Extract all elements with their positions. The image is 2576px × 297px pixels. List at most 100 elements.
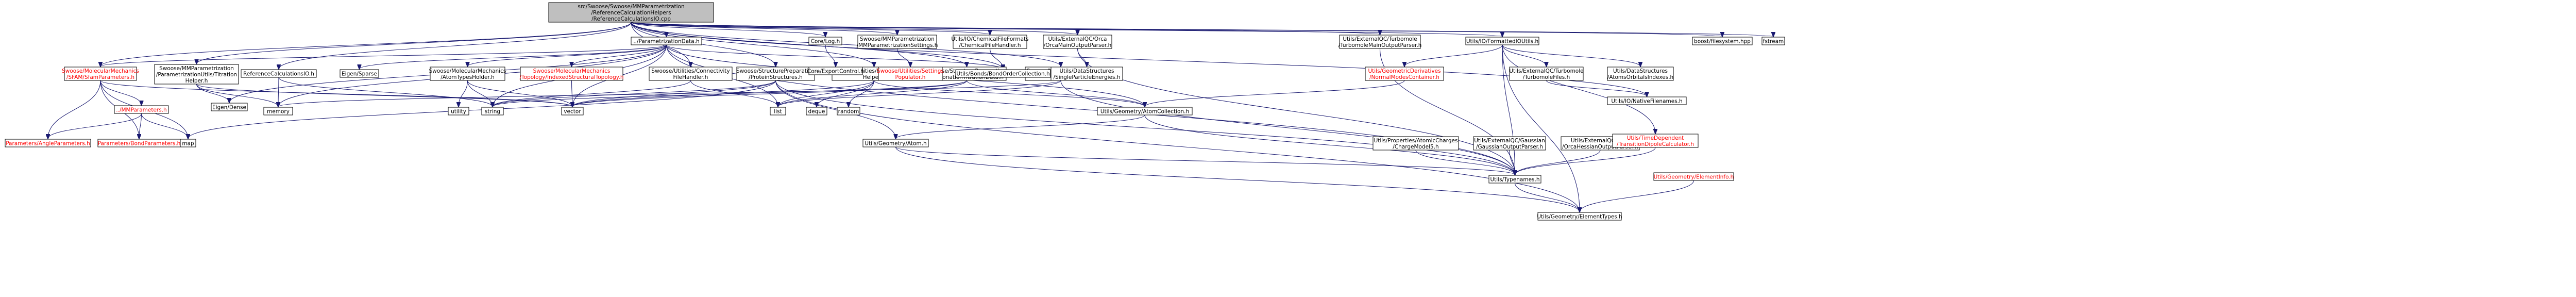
edge-path <box>1144 114 1515 175</box>
node-box <box>1339 35 1421 49</box>
node-label: vector <box>564 109 581 115</box>
node-box <box>481 107 504 116</box>
node-timedep[interactable]: Utils/TimeDependent/TransitionDipoleCalc… <box>1612 134 1699 148</box>
node-mmparams[interactable]: ../MMParameters.h <box>114 105 169 114</box>
node-refio[interactable]: ReferenceCalculationsIO.h <box>241 69 317 78</box>
node-label: Swoose/MolecularMechanics <box>533 68 611 74</box>
node-charges[interactable]: Utils/Properties/AtomicCharges/ChargeMod… <box>1372 136 1459 151</box>
node-atomorbit[interactable]: Utils/DataStructures/AtomsOrbitalsIndexe… <box>1607 67 1674 81</box>
node-eigensparse[interactable]: Eigen/Sparse <box>340 69 379 78</box>
node-label: /TransitionDipoleCalculator.h <box>1617 141 1694 147</box>
edge-path <box>572 80 967 107</box>
node-vector[interactable]: vector <box>561 107 584 116</box>
edge-path <box>493 80 776 107</box>
edge-path <box>778 80 1061 107</box>
node-mmset[interactable]: Swoose/MMParametrization/MMParametrizati… <box>857 35 938 49</box>
node-titrhelp[interactable]: Swoose/MMParametrization/Parametrization… <box>154 64 239 85</box>
edge-root-to-chemfile <box>631 22 990 35</box>
node-label: memory <box>267 109 290 115</box>
node-protstruct[interactable]: Swoose/StructurePreparation/ProteinStruc… <box>736 67 815 81</box>
node-label: Utils/GeometricDerivatives <box>1368 68 1440 74</box>
node-deque[interactable]: deque <box>806 107 827 116</box>
node-sfam[interactable]: Swoose/MolecularMechanics/SFAM/SfamParam… <box>62 67 139 81</box>
edge-path <box>990 48 1004 69</box>
node-box <box>1097 107 1193 116</box>
node-eleminfo[interactable]: Utils/Geometry/ElementInfo.h <box>1653 172 1734 181</box>
node-turboparser[interactable]: Utils/ExternalQC/Turbomole/TurbomoleMain… <box>1338 35 1422 49</box>
node-box <box>1488 175 1541 184</box>
node-atomcoll[interactable]: Utils/Geometry/AtomCollection.h <box>1097 107 1193 116</box>
node-coreexp[interactable]: Core/ExportControl.h <box>807 67 864 75</box>
node-box <box>114 105 169 114</box>
edge-iofmt-to-atomorbit <box>1502 44 1640 67</box>
node-angleparams[interactable]: Parameters/AngleParameters.h <box>5 139 91 147</box>
edge-pdata-to-atomtype <box>468 44 667 67</box>
node-bondorder[interactable]: Utils/Bonds/BondOrderCollection.h <box>955 69 1051 78</box>
node-fstream[interactable]: fstream <box>1761 37 1785 45</box>
node-eigendense[interactable]: Eigen/Dense <box>211 103 248 111</box>
node-nativefmt[interactable]: Utils/IO/NativeFilenames.h <box>1607 96 1687 105</box>
edge-path <box>1502 44 1547 67</box>
node-label: Swoose/Utilities/Settings <box>877 68 944 74</box>
node-boostfs[interactable]: boost/filesystem.hpp <box>1692 37 1753 45</box>
node-box <box>837 107 860 116</box>
node-indextopo[interactable]: Swoose/MolecularMechanics/Topology/Index… <box>520 67 624 81</box>
node-pdata[interactable]: ../ParametrizationData.h <box>631 37 702 45</box>
node-geomatom[interactable]: Utils/Geometry/Atom.h <box>862 139 929 147</box>
node-label: Utils/ExternalQC/Turbomole <box>1343 36 1417 42</box>
edge-path <box>666 44 1004 69</box>
node-label: FileHandler.h <box>673 74 708 80</box>
edge-corelog-to-coreexp <box>825 44 836 67</box>
edge-path <box>895 146 1580 212</box>
node-box <box>631 37 702 45</box>
edge-path <box>278 77 493 107</box>
edge-path <box>100 80 142 105</box>
edge-root-to-topoutil <box>631 22 1061 67</box>
node-box <box>1365 67 1444 81</box>
node-label: src/Swoose/Swoose/MMParametrization <box>578 4 684 10</box>
edge-orcahess-to-typenames <box>1515 150 1601 175</box>
node-box <box>770 107 786 116</box>
node-string[interactable]: string <box>481 107 504 116</box>
node-label: Utils/ExternalQC/Turbomole <box>1509 68 1583 74</box>
node-turbofiles[interactable]: Utils/ExternalQC/Turbomole/TurbomoleFile… <box>1509 67 1584 81</box>
node-memory[interactable]: memory <box>263 107 293 116</box>
node-corelog[interactable]: Core/Log.h <box>808 37 842 45</box>
node-gaussparser[interactable]: Utils/ExternalQC/Gaussian/GaussianOutput… <box>1473 136 1546 151</box>
node-singleparticle[interactable]: Utils/DataStructures/SingleParticleEnerg… <box>1050 67 1123 81</box>
edge-path <box>817 80 874 107</box>
node-box <box>1537 212 1622 221</box>
edge-atomtype-to-vector <box>467 80 573 107</box>
edge-charges-to-typenames <box>1415 150 1515 175</box>
node-atomtype[interactable]: Swoose/MolecularMechanics/AtomTypesHolde… <box>429 67 506 81</box>
node-bondparams[interactable]: Parameters/BondParameters.h <box>97 139 181 147</box>
node-chemfile[interactable]: Utils/IO/ChemicalFileFormats/ChemicalFil… <box>951 35 1029 49</box>
edge-pdata-to-indextopo <box>572 44 667 67</box>
node-box <box>211 103 248 111</box>
node-root[interactable]: src/Swoose/Swoose/MMParametrization/Refe… <box>548 2 714 23</box>
node-conn[interactable]: Swoose/Utilities/ConnectivityFileHandler… <box>649 67 733 81</box>
node-iofmt[interactable]: Utils/IO/FormattedIOUtils.h <box>1465 37 1539 45</box>
edge-topoutil-to-typenames <box>1060 80 1515 175</box>
node-label: Utils/Bonds/BondOrderCollection.h <box>956 71 1049 77</box>
edge-refio-to-memory <box>278 77 279 107</box>
edge-path <box>896 114 1145 139</box>
node-box <box>180 139 196 147</box>
node-label: Core/Log.h <box>811 39 840 45</box>
node-elemtypes[interactable]: Utils/Geometry/ElementTypes.h <box>1537 212 1622 221</box>
node-list[interactable]: list <box>770 107 786 116</box>
node-box <box>955 69 1051 78</box>
node-map[interactable]: map <box>180 139 196 147</box>
edge-path <box>849 80 874 107</box>
node-box <box>1692 37 1753 45</box>
node-random[interactable]: random <box>837 107 860 116</box>
edge-path <box>631 22 776 67</box>
edge-root-to-fstream <box>631 22 1773 37</box>
node-orcaparser[interactable]: Utils/ExternalQC/Orca/OrcaMainOutputPars… <box>1043 35 1112 49</box>
node-typenames[interactable]: Utils/Typenames.h <box>1488 175 1541 184</box>
edge-path <box>666 44 1515 175</box>
node-utility[interactable]: utility <box>448 107 469 116</box>
edge-root-to-iofmt <box>631 22 1502 37</box>
node-geomderiv[interactable]: Utils/GeometricDerivatives/NormalModesCo… <box>1365 67 1444 81</box>
